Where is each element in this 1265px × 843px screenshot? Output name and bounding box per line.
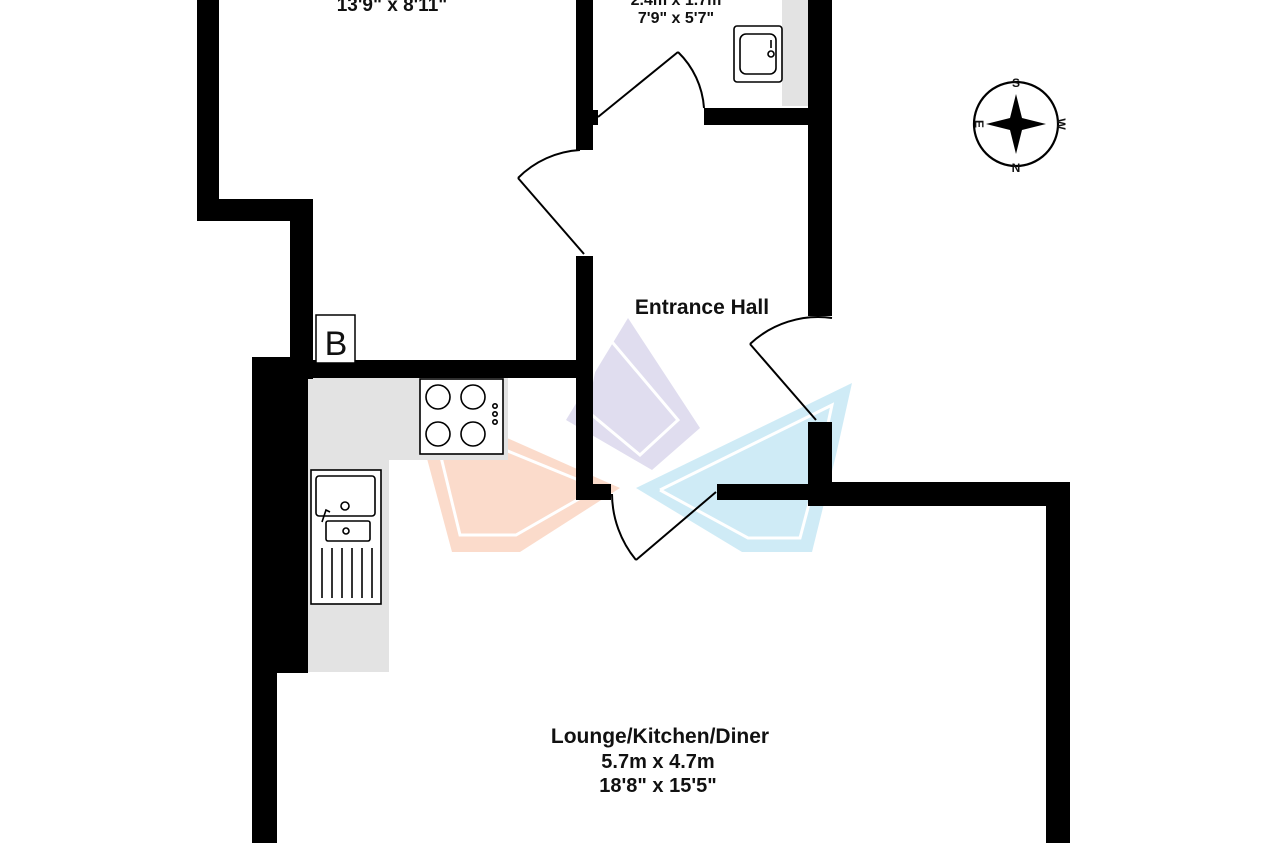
wall-top-left-outer [197,0,219,220]
wall-hall-left-upper [576,0,593,150]
door-lounge-swing [611,493,637,561]
wall-kitchen-left-upper [290,199,313,379]
watermark-orange-outline [430,418,602,537]
compass-left-letter: E [972,120,986,128]
top-left-room-dims-imperial: 13'9" x 8'11" [337,0,448,16]
wall-lounge-top-left [717,484,817,500]
door-front-swing [749,316,833,345]
compass-right-letter: W [1054,118,1068,130]
entrance-hall-label: Entrance Hall [635,296,769,319]
wall-bath-door-left [576,110,598,125]
lounge-dims-imperial: 18'8" x 15'5" [599,775,716,797]
bathroom-dims-metric: 2.4m x 1.7m [631,0,722,9]
basin-icon [733,25,783,83]
hob-icon [419,378,504,455]
boiler-label: B [325,325,348,363]
wall-bath-bottom [704,108,820,125]
wall-lounge-left-lower [252,357,277,843]
door-lounge-leaf [635,491,717,561]
boiler-box: B [315,314,356,364]
compass-top-letter: S [1012,76,1020,90]
door-bathroom-leaf [597,51,679,118]
bathroom-shower-strip [782,0,808,106]
door-left-room-leaf [517,177,585,255]
wall-lounge-top-right [808,482,1070,506]
wall-hall-left-foot [576,484,611,500]
compass-icon: S N E W [972,76,1068,175]
lounge-label: Lounge/Kitchen/Diner [551,725,769,748]
door-bathroom-swing [677,51,705,109]
wall-hall-left-lower [576,256,593,500]
walls [197,0,1070,843]
door-front-leaf [749,343,817,421]
wall-lounge-right [1046,482,1070,843]
wall-kitchen-top [290,360,590,378]
sink-icon [310,469,382,605]
lounge-dims-metric: 5.7m x 4.7m [601,751,714,773]
watermark-blue-shape [636,383,852,552]
doors [517,51,833,561]
wall-hall-right [808,0,832,316]
bathroom-dims-imperial: 7'9" x 5'7" [638,10,714,27]
wall-top-left-bottom [197,199,313,221]
compass-bottom-letter: N [1012,161,1021,175]
door-left-room-swing [517,149,581,179]
